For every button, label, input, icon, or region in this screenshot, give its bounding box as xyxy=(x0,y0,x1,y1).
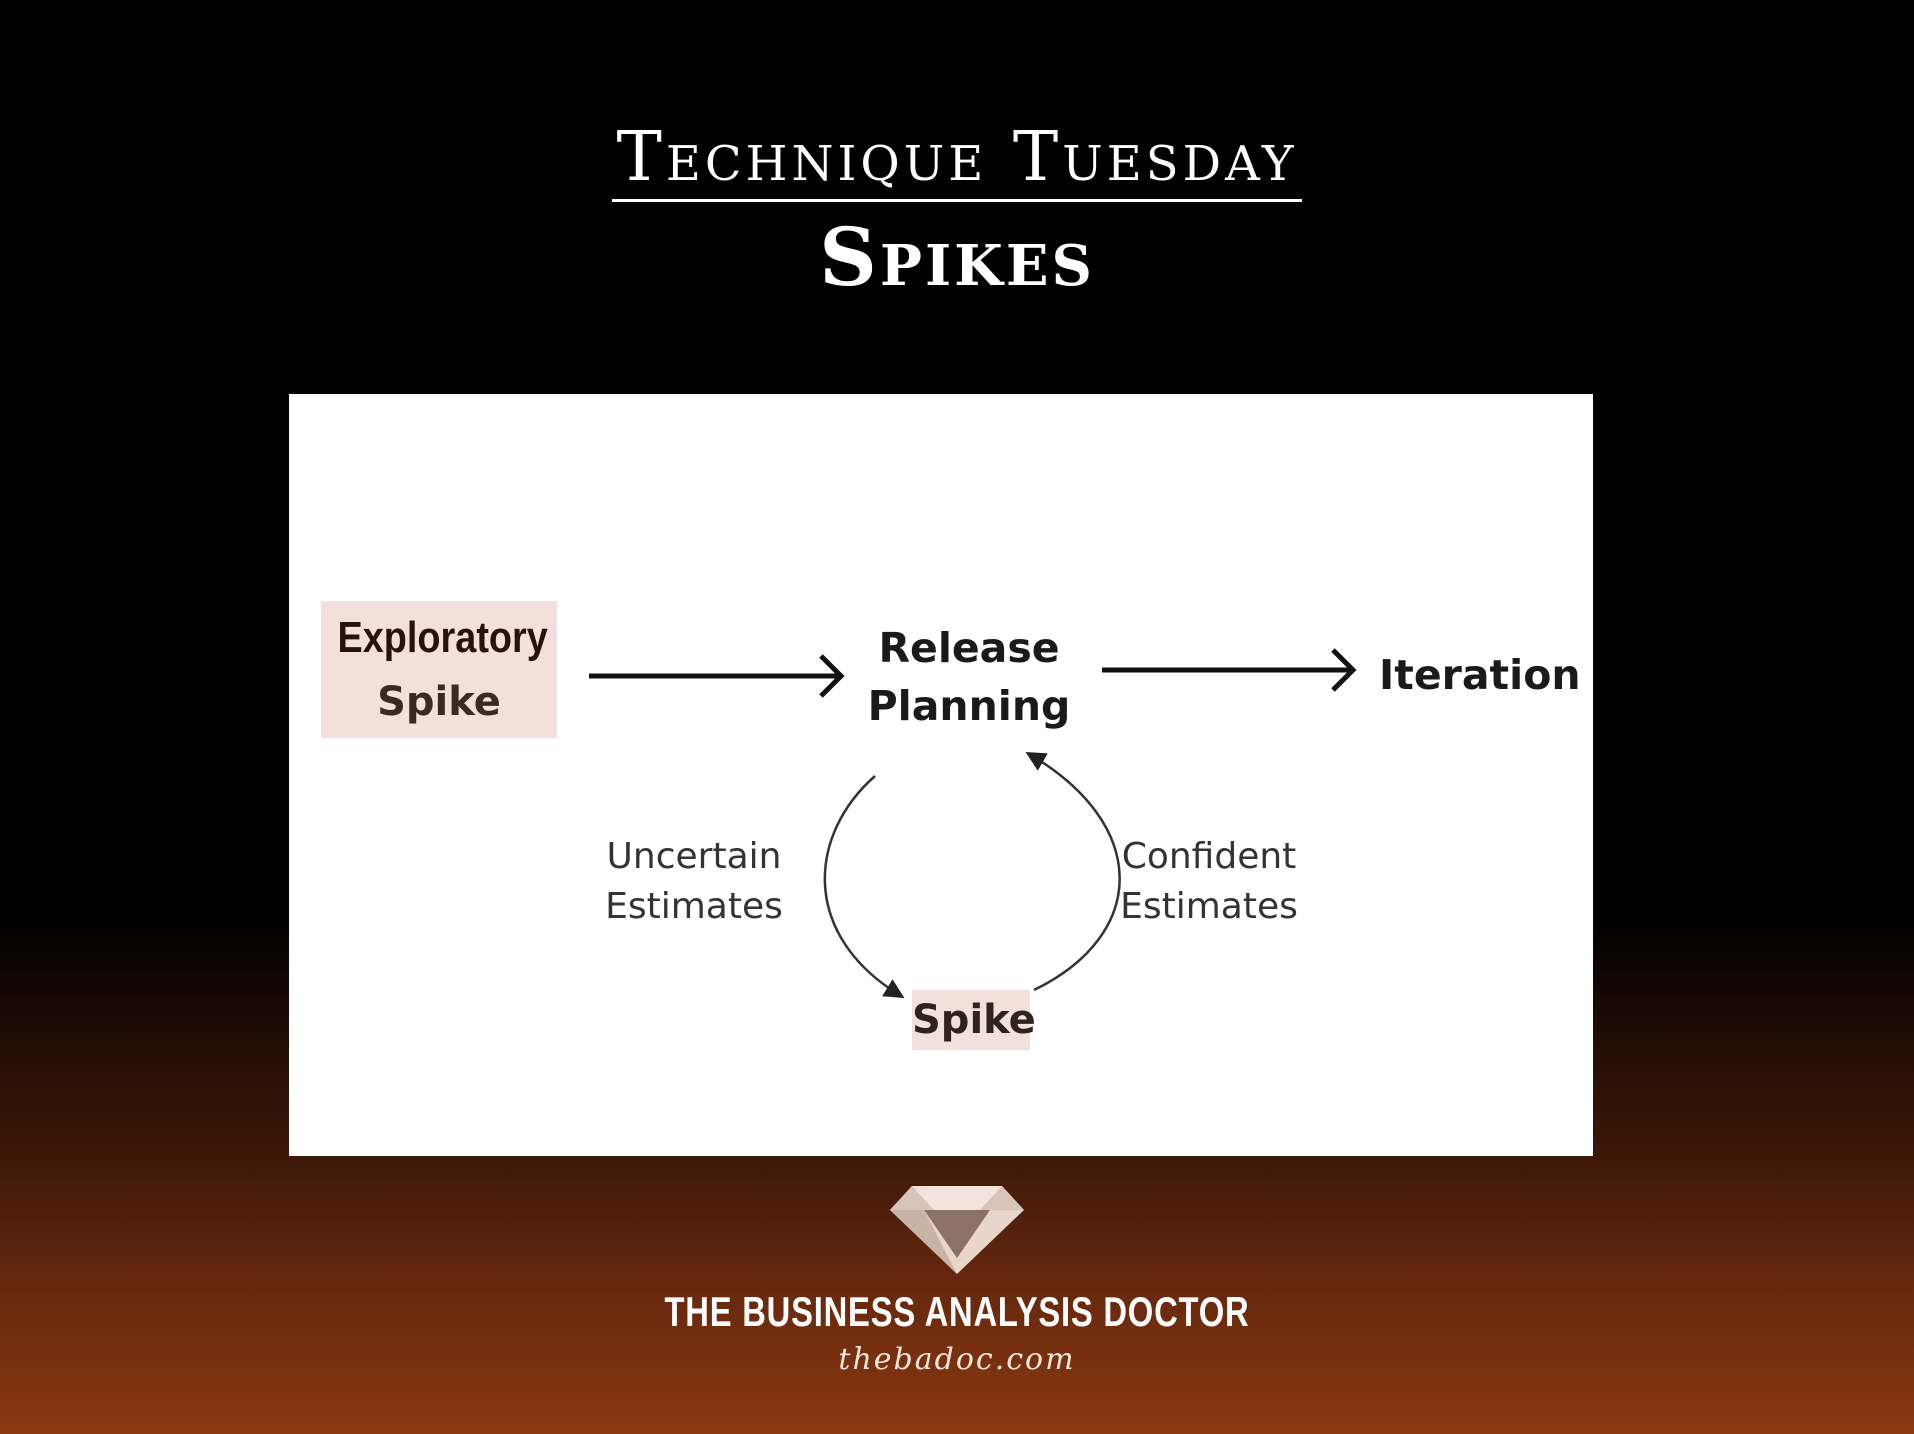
node-exploratory-spike: Exploratory Spike xyxy=(321,601,557,738)
edge-label-uncertain-line2: Estimates xyxy=(605,886,783,927)
edge-label-uncertain-estimates: Uncertain Estimates xyxy=(599,832,789,932)
node-exploratory-label: Exploratory xyxy=(337,613,548,662)
node-exploratory-spike-label: Spike xyxy=(377,679,501,725)
brand-url: thebadoc.com xyxy=(838,1342,1076,1377)
arrow-uncertain-loop xyxy=(823,775,905,999)
node-spike: Spike xyxy=(912,990,1036,1050)
node-release-planning: Release Planning xyxy=(849,619,1089,735)
slide-subtitle-text: Technique Tuesday xyxy=(612,118,1302,202)
slide-subtitle: Technique Tuesday xyxy=(0,118,1914,202)
arrow-release-to-iteration xyxy=(1102,648,1357,692)
node-release-label: Release xyxy=(878,624,1060,672)
edge-label-confident-estimates: Confident Estimates xyxy=(1109,832,1309,932)
edge-label-uncertain-line1: Uncertain xyxy=(606,836,782,877)
diamond-logo-icon xyxy=(890,1186,1024,1274)
diagram-panel: Exploratory Spike Release Planning Itera… xyxy=(289,394,1593,1156)
arrow-confident-loop xyxy=(1025,751,1121,992)
slide-title: Spikes xyxy=(819,210,1095,304)
edge-label-confident-line1: Confident xyxy=(1121,836,1297,877)
node-planning-label: Planning xyxy=(867,682,1071,730)
diagram-arrows xyxy=(589,648,1357,999)
node-iteration: Iteration xyxy=(1379,651,1581,699)
brand-name-text: THE BUSINESS ANALYSIS DOCTOR xyxy=(664,1288,1250,1335)
brand-name: THE BUSINESS ANALYSIS DOCTOR xyxy=(0,1287,1914,1337)
arrow-exploratory-to-release xyxy=(589,654,845,698)
brand-logo: THE BUSINESS ANALYSIS DOCTOR thebadoc.co… xyxy=(0,1180,1914,1420)
edge-label-confident-line2: Estimates xyxy=(1120,886,1298,927)
